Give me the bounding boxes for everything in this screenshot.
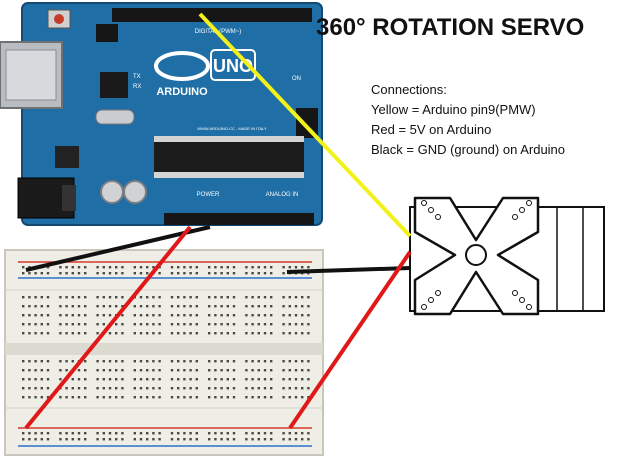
connection-black: Black = GND (ground) on Arduino: [371, 142, 566, 157]
page-title: 360° ROTATION SERVO: [316, 14, 585, 41]
digital-header: [112, 8, 312, 22]
power-analog-header: [164, 213, 314, 225]
red-5v-wire-board: [24, 225, 192, 430]
power-label: POWER: [197, 192, 220, 198]
black-gnd-wire-servo: [286, 266, 411, 274]
connections-legend: Connections: Yellow = Arduino pin9(PMW) …: [371, 80, 565, 160]
black-gnd-wire-board: [25, 225, 211, 272]
breadboard-holes: [22, 266, 310, 441]
rx-label: RX: [133, 84, 141, 90]
capacitor-1: [100, 180, 124, 204]
servo-motor: [409, 196, 605, 316]
board-logo-text: ARDUINO: [156, 86, 208, 98]
on-label: ON: [292, 76, 301, 82]
usb-chip: [100, 72, 128, 98]
tx-label: TX: [133, 74, 141, 80]
arduino-uno-board: UNO ARDUINO DIGITAL (PWM~) TX RX ON WWW.…: [0, 2, 323, 226]
breadboard-channel: [5, 343, 323, 355]
capacitor-2: [123, 180, 147, 204]
atmega-chip: [154, 142, 304, 172]
connection-red: Red = 5V on Arduino: [371, 122, 492, 137]
connection-yellow: Yellow = Arduino pin9(PMW): [371, 102, 536, 117]
icsp-header-top: [96, 24, 118, 42]
red-5v-wire-servo: [288, 250, 412, 430]
yellow-signal-wire: [198, 12, 412, 238]
breadboard: [4, 249, 324, 456]
voltage-regulator: [55, 146, 79, 168]
site-label: WWW.ARDUINO.CC - MADE IN ITALY: [197, 126, 267, 131]
servo-horn: [413, 196, 540, 316]
analog-label: ANALOG IN: [266, 192, 299, 198]
connections-heading: Connections:: [371, 82, 447, 97]
crystal: [95, 109, 135, 125]
